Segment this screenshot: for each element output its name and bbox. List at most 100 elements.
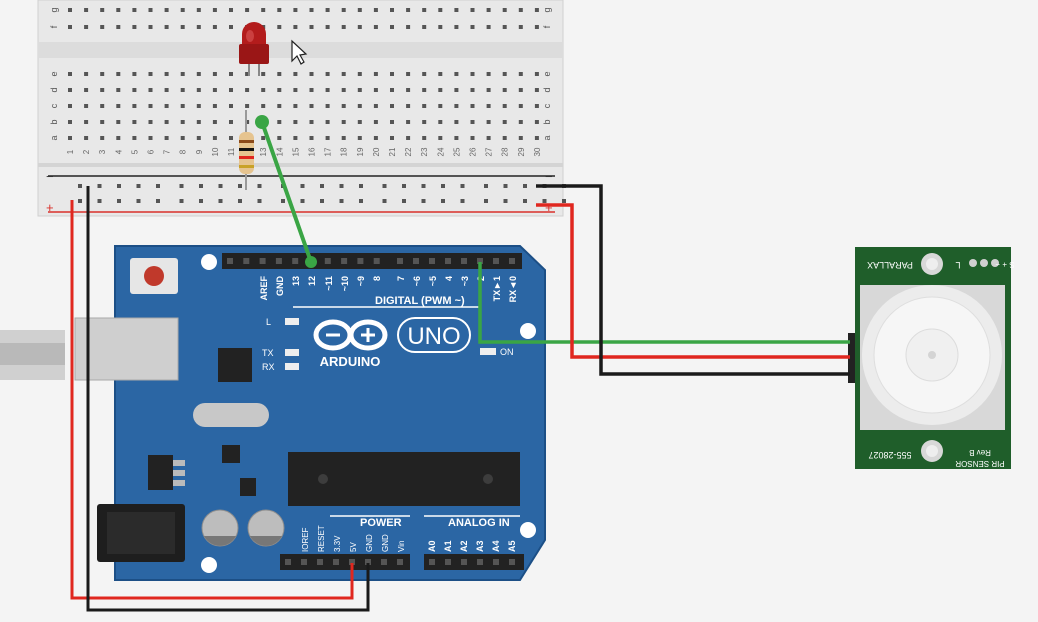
- breadboard-hole[interactable]: [277, 88, 282, 92]
- breadboard-hole[interactable]: [502, 136, 507, 140]
- breadboard-hole[interactable]: [84, 25, 89, 29]
- breadboard-hole[interactable]: [470, 72, 475, 76]
- breadboard-hole[interactable]: [277, 72, 282, 76]
- breadboard-hole[interactable]: [277, 25, 282, 29]
- breadboard-hole[interactable]: [438, 120, 443, 124]
- breadboard-hole[interactable]: [229, 88, 233, 92]
- breadboard-hole[interactable]: [373, 25, 378, 29]
- breadboard-hole[interactable]: [164, 104, 169, 108]
- rail-hole[interactable]: [421, 199, 426, 203]
- breadboard-hole[interactable]: [116, 8, 121, 12]
- rail-hole[interactable]: [484, 199, 488, 203]
- rail-hole[interactable]: [339, 199, 344, 203]
- breadboard-hole[interactable]: [68, 25, 72, 29]
- breadboard-hole[interactable]: [390, 72, 394, 76]
- breadboard-hole[interactable]: [132, 72, 137, 76]
- breadboard-hole[interactable]: [422, 8, 427, 12]
- breadboard-hole[interactable]: [325, 120, 330, 124]
- breadboard-hole[interactable]: [534, 136, 539, 140]
- breadboard-hole[interactable]: [293, 8, 298, 12]
- breadboard-hole[interactable]: [132, 120, 137, 124]
- breadboard-hole[interactable]: [261, 136, 266, 140]
- breadboard-hole[interactable]: [116, 88, 121, 92]
- breadboard-hole[interactable]: [518, 25, 523, 29]
- breadboard-hole[interactable]: [486, 72, 491, 76]
- breadboard-hole[interactable]: [84, 104, 89, 108]
- rail-hole[interactable]: [320, 184, 324, 188]
- breadboard-hole[interactable]: [486, 104, 491, 108]
- breadboard-hole[interactable]: [180, 120, 185, 124]
- breadboard-hole[interactable]: [148, 88, 153, 92]
- breadboard-hole[interactable]: [261, 88, 266, 92]
- breadboard-hole[interactable]: [454, 72, 459, 76]
- breadboard-hole[interactable]: [406, 25, 411, 29]
- breadboard-hole[interactable]: [84, 72, 89, 76]
- breadboard-hole[interactable]: [164, 120, 169, 124]
- breadboard-hole[interactable]: [164, 8, 169, 12]
- rail-hole[interactable]: [382, 199, 387, 203]
- breadboard-hole[interactable]: [422, 120, 427, 124]
- breadboard-hole[interactable]: [100, 8, 105, 12]
- breadboard-hole[interactable]: [309, 120, 314, 124]
- breadboard-hole[interactable]: [518, 136, 523, 140]
- breadboard-hole[interactable]: [357, 88, 362, 92]
- breadboard-hole[interactable]: [293, 120, 298, 124]
- breadboard-hole[interactable]: [341, 25, 346, 29]
- breadboard-hole[interactable]: [486, 120, 491, 124]
- breadboard-hole[interactable]: [229, 8, 233, 12]
- rail-hole[interactable]: [503, 184, 508, 188]
- rail-hole[interactable]: [117, 199, 121, 203]
- breadboard-hole[interactable]: [486, 25, 491, 29]
- rail-hole[interactable]: [136, 199, 141, 203]
- breadboard-hole[interactable]: [390, 8, 394, 12]
- breadboard-hole[interactable]: [341, 88, 346, 92]
- breadboard-hole[interactable]: [454, 25, 459, 29]
- rail-hole[interactable]: [179, 184, 184, 188]
- rail-hole[interactable]: [257, 184, 262, 188]
- breadboard-hole[interactable]: [470, 8, 475, 12]
- breadboard-hole[interactable]: [180, 88, 185, 92]
- breadboard-hole[interactable]: [116, 25, 121, 29]
- breadboard-hole[interactable]: [212, 88, 217, 92]
- breadboard-hole[interactable]: [116, 104, 121, 108]
- breadboard-hole[interactable]: [261, 8, 266, 12]
- breadboard-hole[interactable]: [534, 8, 539, 12]
- rail-hole[interactable]: [320, 199, 324, 203]
- rail-hole[interactable]: [117, 184, 121, 188]
- breadboard-hole[interactable]: [341, 72, 346, 76]
- breadboard-hole[interactable]: [261, 72, 266, 76]
- breadboard-hole[interactable]: [341, 120, 346, 124]
- rail-hole[interactable]: [238, 199, 242, 203]
- breadboard-hole[interactable]: [373, 120, 378, 124]
- breadboard-hole[interactable]: [229, 25, 233, 29]
- rail-hole[interactable]: [382, 184, 387, 188]
- breadboard-hole[interactable]: [390, 136, 394, 140]
- breadboard-hole[interactable]: [68, 104, 72, 108]
- rail-hole[interactable]: [523, 184, 527, 188]
- wire-green-led[interactable]: [260, 120, 313, 264]
- breadboard-hole[interactable]: [373, 104, 378, 108]
- rail-hole[interactable]: [359, 199, 363, 203]
- breadboard-hole[interactable]: [390, 88, 394, 92]
- breadboard-hole[interactable]: [518, 104, 523, 108]
- breadboard-hole[interactable]: [212, 8, 217, 12]
- rail-hole[interactable]: [281, 199, 285, 203]
- rail-hole[interactable]: [460, 184, 465, 188]
- breadboard-hole[interactable]: [518, 72, 523, 76]
- breadboard-hole[interactable]: [100, 120, 105, 124]
- breadboard-hole[interactable]: [357, 25, 362, 29]
- breadboard-hole[interactable]: [180, 8, 185, 12]
- breadboard-hole[interactable]: [100, 88, 105, 92]
- breadboard-hole[interactable]: [486, 136, 491, 140]
- breadboard-hole[interactable]: [325, 136, 330, 140]
- breadboard-hole[interactable]: [518, 8, 523, 12]
- breadboard-hole[interactable]: [518, 120, 523, 124]
- breadboard-hole[interactable]: [196, 8, 201, 12]
- breadboard-hole[interactable]: [325, 104, 330, 108]
- rail-hole[interactable]: [199, 184, 203, 188]
- breadboard-hole[interactable]: [148, 72, 153, 76]
- breadboard-hole[interactable]: [373, 136, 378, 140]
- breadboard-hole[interactable]: [229, 72, 233, 76]
- breadboard-hole[interactable]: [132, 8, 137, 12]
- breadboard-hole[interactable]: [534, 25, 539, 29]
